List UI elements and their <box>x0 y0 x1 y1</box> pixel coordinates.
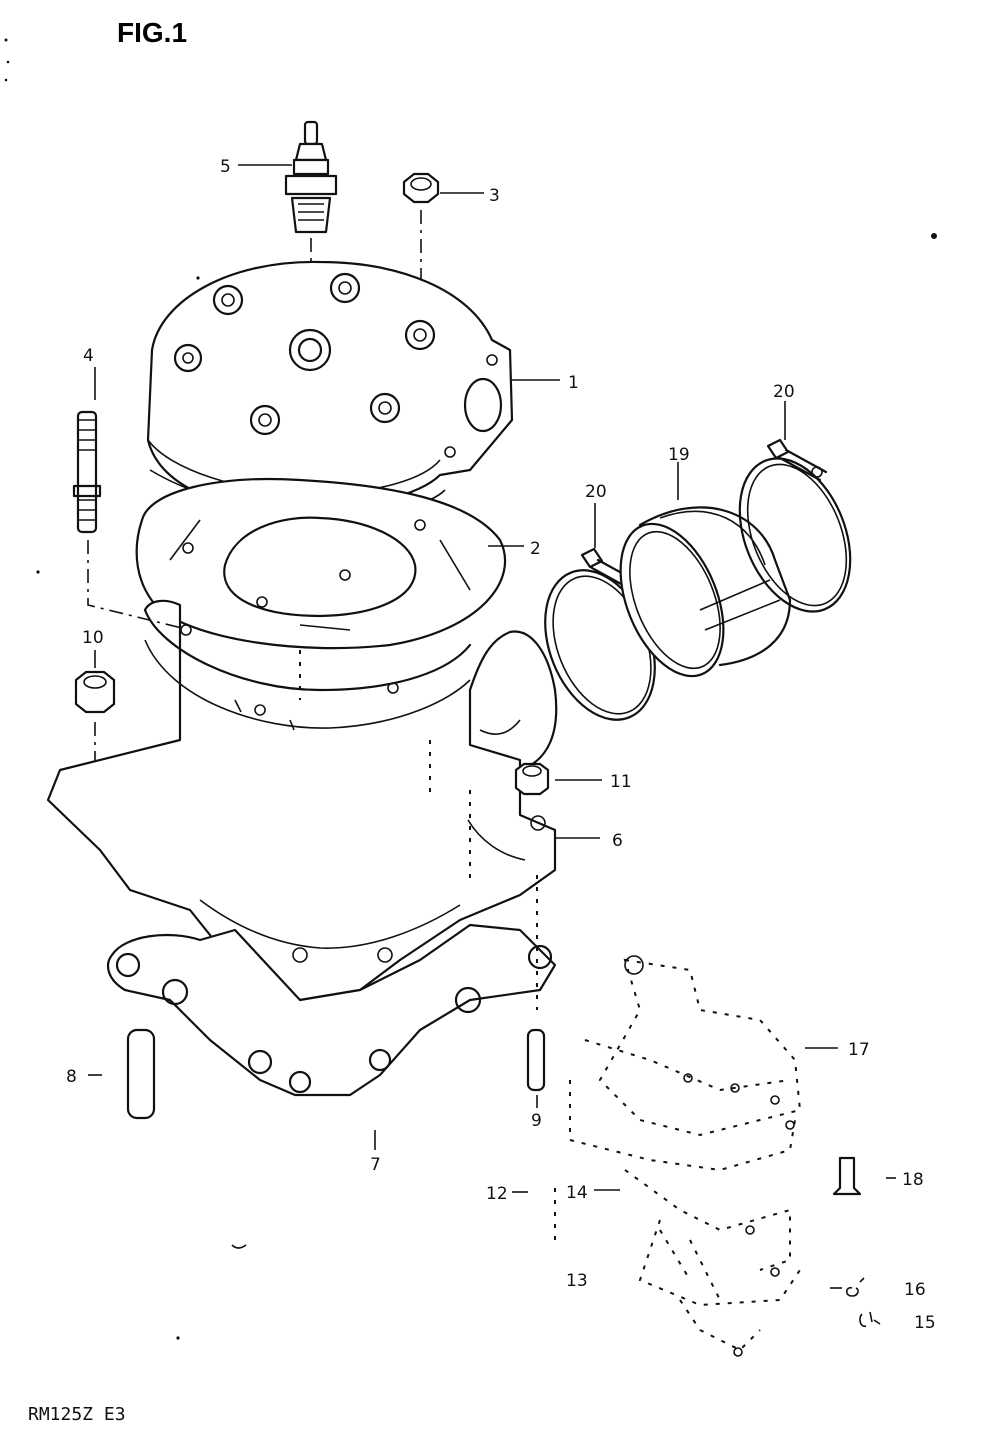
cylinder-head-drawing <box>146 260 514 516</box>
bolt-drawing <box>832 1156 862 1196</box>
callout-14: 14 <box>566 1183 588 1203</box>
callout-16: 16 <box>904 1280 926 1300</box>
callout-5: 5 <box>220 157 231 177</box>
callout-3: 3 <box>489 186 500 206</box>
model-code: RM125Z E3 <box>28 1404 126 1425</box>
callout-4: 4 <box>83 346 94 366</box>
washer-drawing <box>845 1277 865 1297</box>
callout-12: 12 <box>486 1184 508 1204</box>
stud-bolt-drawing <box>72 410 102 534</box>
callout-2: 2 <box>530 539 541 559</box>
dowel-pin-left-drawing <box>126 1028 156 1120</box>
callout-15: 15 <box>914 1313 936 1333</box>
callout-13: 13 <box>566 1271 588 1291</box>
callout-20-left: 20 <box>585 482 607 502</box>
cylinder-nut-right-drawing <box>514 762 550 796</box>
carburetor-connector-drawing <box>619 506 792 678</box>
callout-labels: 1 2 3 4 5 6 7 8 9 10 11 12 13 14 15 16 1… <box>66 157 936 1333</box>
lock-washer-drawing <box>859 1311 881 1328</box>
callout-18: 18 <box>902 1170 924 1190</box>
reed-valve-assembly-drawing <box>569 955 802 1357</box>
callout-19: 19 <box>668 445 690 465</box>
callout-6: 6 <box>612 831 623 851</box>
cylinder-nut-left-drawing <box>74 670 116 714</box>
callout-11: 11 <box>610 772 632 792</box>
figure-title: FIG.1 <box>117 17 187 48</box>
callout-8: 8 <box>66 1067 77 1087</box>
scan-specks <box>4 38 937 1340</box>
callout-1: 1 <box>568 373 579 393</box>
base-gasket-drawing <box>107 923 557 1097</box>
callout-17: 17 <box>848 1040 870 1060</box>
hose-clamp-right-drawing <box>738 438 852 613</box>
callout-9: 9 <box>531 1111 542 1131</box>
dowel-pin-right-drawing <box>526 1028 546 1092</box>
callout-7: 7 <box>370 1155 381 1175</box>
head-nut-drawing <box>402 172 440 204</box>
leader-lines <box>88 164 896 1289</box>
head-gasket-drawing <box>135 477 506 650</box>
callout-10: 10 <box>82 628 104 648</box>
callout-20-right: 20 <box>773 382 795 402</box>
spark-plug-drawing <box>284 120 338 234</box>
cylinder-drawing <box>46 599 558 1002</box>
